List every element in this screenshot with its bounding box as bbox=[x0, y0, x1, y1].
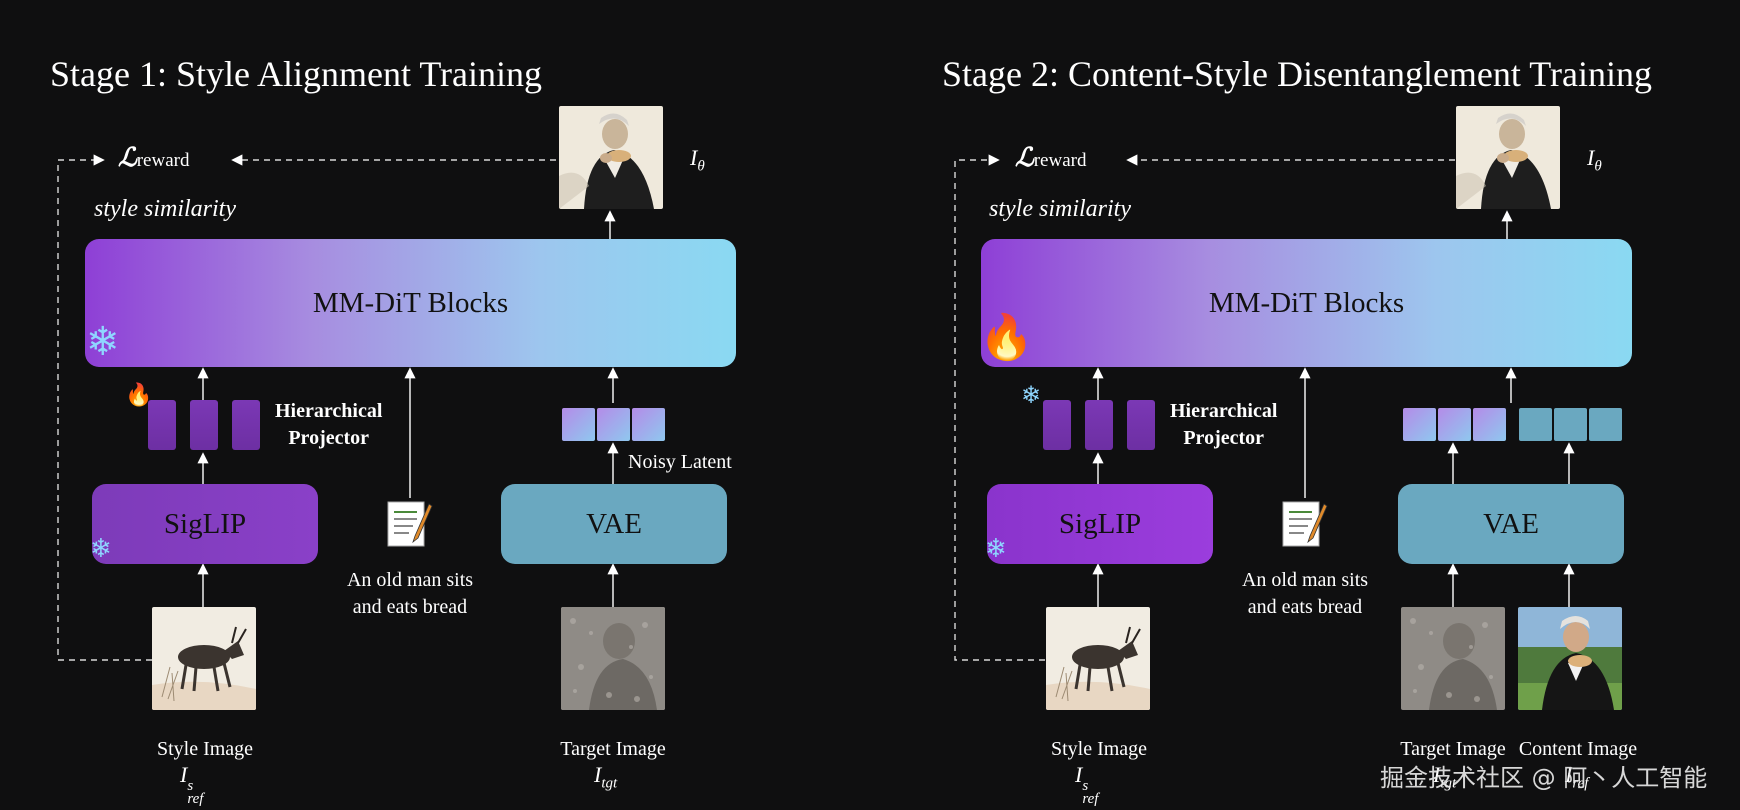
stage1-arrows bbox=[57, 154, 619, 661]
target-image-symbol: Itgt bbox=[594, 762, 618, 792]
fire-icon: 🔥 bbox=[125, 382, 153, 407]
stage1-panel: Stage 1: Style Alignment Training ℒrewar… bbox=[50, 54, 736, 807]
style-similarity-label: style similarity bbox=[989, 196, 1131, 222]
siglip-encoder: SigLIP bbox=[92, 484, 318, 564]
snowflake-icon: ❄ bbox=[985, 534, 1007, 563]
mmdit-blocks: MM-DiT Blocks bbox=[981, 239, 1632, 367]
siglip-encoder: SigLIP bbox=[987, 484, 1213, 564]
fire-icon: 🔥 bbox=[979, 313, 1034, 362]
style-similarity-label: style similarity bbox=[94, 196, 236, 222]
target-image bbox=[1401, 607, 1505, 710]
target-image-symbol: Itgt bbox=[1433, 762, 1457, 792]
snowflake-icon: ❄ bbox=[86, 319, 120, 364]
document-pen-icon bbox=[1280, 498, 1330, 555]
noisy-latent-token bbox=[562, 408, 595, 441]
hierarchical-projector-label: Hierarchical Projector bbox=[275, 400, 383, 449]
projector-token bbox=[1043, 400, 1071, 450]
projector-token bbox=[1085, 400, 1113, 450]
text-prompt: An old man sits and eats bread bbox=[346, 569, 474, 618]
text-prompt: An old man sits and eats bread bbox=[1241, 569, 1369, 618]
target-image bbox=[561, 607, 665, 710]
watermark: 掘金技术社区 @ 阿丶人工智能 bbox=[1380, 764, 1708, 792]
style-image-label: Style Image bbox=[1050, 738, 1148, 760]
content-image-label: Content Image bbox=[1518, 738, 1638, 760]
style-image bbox=[152, 607, 256, 710]
content-latent-token bbox=[1519, 408, 1552, 441]
output-image bbox=[1456, 106, 1560, 209]
hierarchical-projector-label: Hierarchical Projector bbox=[1170, 400, 1278, 449]
stage2-panel: Stage 2: Content-Style Disentanglement T… bbox=[893, 0, 1740, 810]
noisy-latent-token bbox=[1473, 408, 1506, 441]
content-latent-token bbox=[1554, 408, 1587, 441]
noisy-latent-token bbox=[1438, 408, 1471, 441]
noisy-latent-token bbox=[1403, 408, 1436, 441]
output-image bbox=[559, 106, 663, 209]
document-pen-icon bbox=[385, 498, 435, 555]
target-image-label: Target Image bbox=[560, 738, 666, 760]
projector-token bbox=[190, 400, 218, 450]
noisy-latent-token bbox=[632, 408, 665, 441]
content-image-symbol: Iref bbox=[1565, 762, 1589, 792]
reward-feedback-loop bbox=[57, 154, 152, 661]
style-image bbox=[1046, 607, 1150, 710]
target-image-label: Target Image bbox=[1400, 738, 1506, 760]
output-symbol: Iθ bbox=[1587, 145, 1602, 175]
projector-token bbox=[1127, 400, 1155, 450]
projector-token bbox=[148, 400, 176, 450]
stage2-title: Stage 2: Content-Style Disentanglement T… bbox=[942, 54, 1652, 94]
projector-token bbox=[232, 400, 260, 450]
noisy-latent-token bbox=[597, 408, 630, 441]
output-symbol: Iθ bbox=[690, 145, 705, 175]
reward-loss-label: ℒreward bbox=[118, 143, 190, 172]
snowflake-icon: ❄ bbox=[1021, 383, 1042, 409]
content-image bbox=[1518, 607, 1622, 710]
vae-encoder: VAE bbox=[1398, 484, 1624, 564]
style-image-label: Style Image bbox=[156, 738, 254, 760]
reward-feedback-loop bbox=[954, 154, 1045, 661]
noisy-latent-label: Noisy Latent bbox=[628, 451, 732, 473]
stage2-arrows bbox=[954, 154, 1575, 661]
reward-loss-label: ℒreward bbox=[1015, 143, 1087, 172]
stage1-title: Stage 1: Style Alignment Training bbox=[50, 54, 543, 94]
content-latent-token bbox=[1589, 408, 1622, 441]
snowflake-icon: ❄ bbox=[90, 534, 112, 563]
mmdit-blocks: MM-DiT Blocks bbox=[85, 239, 736, 367]
vae-encoder: VAE bbox=[501, 484, 727, 564]
